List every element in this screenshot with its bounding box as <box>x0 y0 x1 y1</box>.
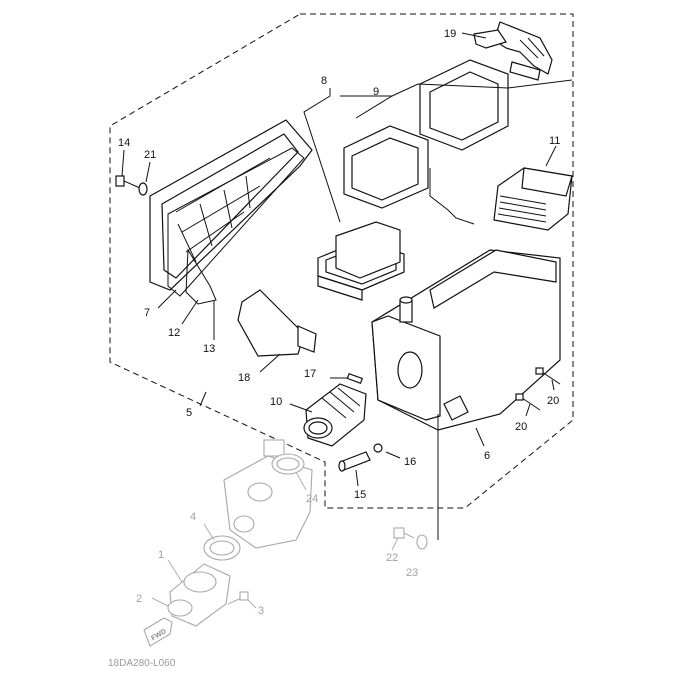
part-1-joint-grey <box>169 563 231 627</box>
callout-24: 24 <box>306 493 318 505</box>
callout-3: 3 <box>258 605 264 617</box>
part-23-washer-grey <box>416 534 428 550</box>
part-12-gasket <box>167 147 305 297</box>
part-8-filter-element <box>317 221 405 301</box>
callout-20-b: 20 <box>515 421 527 433</box>
callout-10: 10 <box>270 396 282 408</box>
part-17-pin <box>346 372 364 384</box>
callout-23: 23 <box>406 567 418 579</box>
part-9-foam-element <box>343 59 509 209</box>
part-18-band <box>237 289 317 357</box>
callout-15: 15 <box>354 489 366 501</box>
callout-16: 16 <box>404 456 416 468</box>
callout-9: 9 <box>373 86 379 98</box>
part-16-clip <box>373 443 383 453</box>
part-3-bolt-grey <box>227 591 249 605</box>
part-20-screw-b <box>515 393 541 411</box>
callout-1: 1 <box>158 549 164 561</box>
part-6-case <box>371 249 561 431</box>
part-15-drain-plug <box>338 451 371 472</box>
callout-12: 12 <box>168 327 180 339</box>
callout-17: 17 <box>304 368 316 380</box>
callout-6: 6 <box>484 450 490 462</box>
part-20-screw-a <box>535 367 561 385</box>
part-19-clip <box>473 21 553 81</box>
callout-labels: 19 8 9 11 14 21 7 12 13 18 17 10 5 6 16 … <box>118 28 560 617</box>
part-13-seal <box>185 248 217 305</box>
callout-14: 14 <box>118 137 130 149</box>
part-10-joint <box>303 383 367 447</box>
part-4-clamp-grey <box>203 535 241 561</box>
callout-7: 7 <box>144 307 150 319</box>
callout-2: 2 <box>136 593 142 605</box>
callout-4: 4 <box>190 511 196 523</box>
callout-20-a: 20 <box>547 395 559 407</box>
callout-18: 18 <box>238 372 250 384</box>
part-2-oring-grey <box>167 599 193 617</box>
part-7-case-cover <box>149 119 313 291</box>
fwd-arrow-icon: FWD <box>143 617 173 647</box>
callout-22: 22 <box>386 552 398 564</box>
callout-5: 5 <box>186 407 192 419</box>
part-21-washer <box>138 182 148 196</box>
part-24-clamp-grey <box>271 453 305 475</box>
callout-21: 21 <box>144 149 156 161</box>
callout-19: 19 <box>444 28 456 40</box>
part-11-intake-duct <box>493 167 573 231</box>
callout-8: 8 <box>321 75 327 87</box>
reference-code: 18DA280-L060 <box>108 658 176 669</box>
part-14-screw <box>115 175 141 189</box>
callout-13: 13 <box>203 343 215 355</box>
carburetor-assembly-grey <box>223 439 313 549</box>
callout-11: 11 <box>549 135 560 147</box>
leader-lines <box>121 32 573 609</box>
part-22-bolt-grey <box>393 527 415 539</box>
